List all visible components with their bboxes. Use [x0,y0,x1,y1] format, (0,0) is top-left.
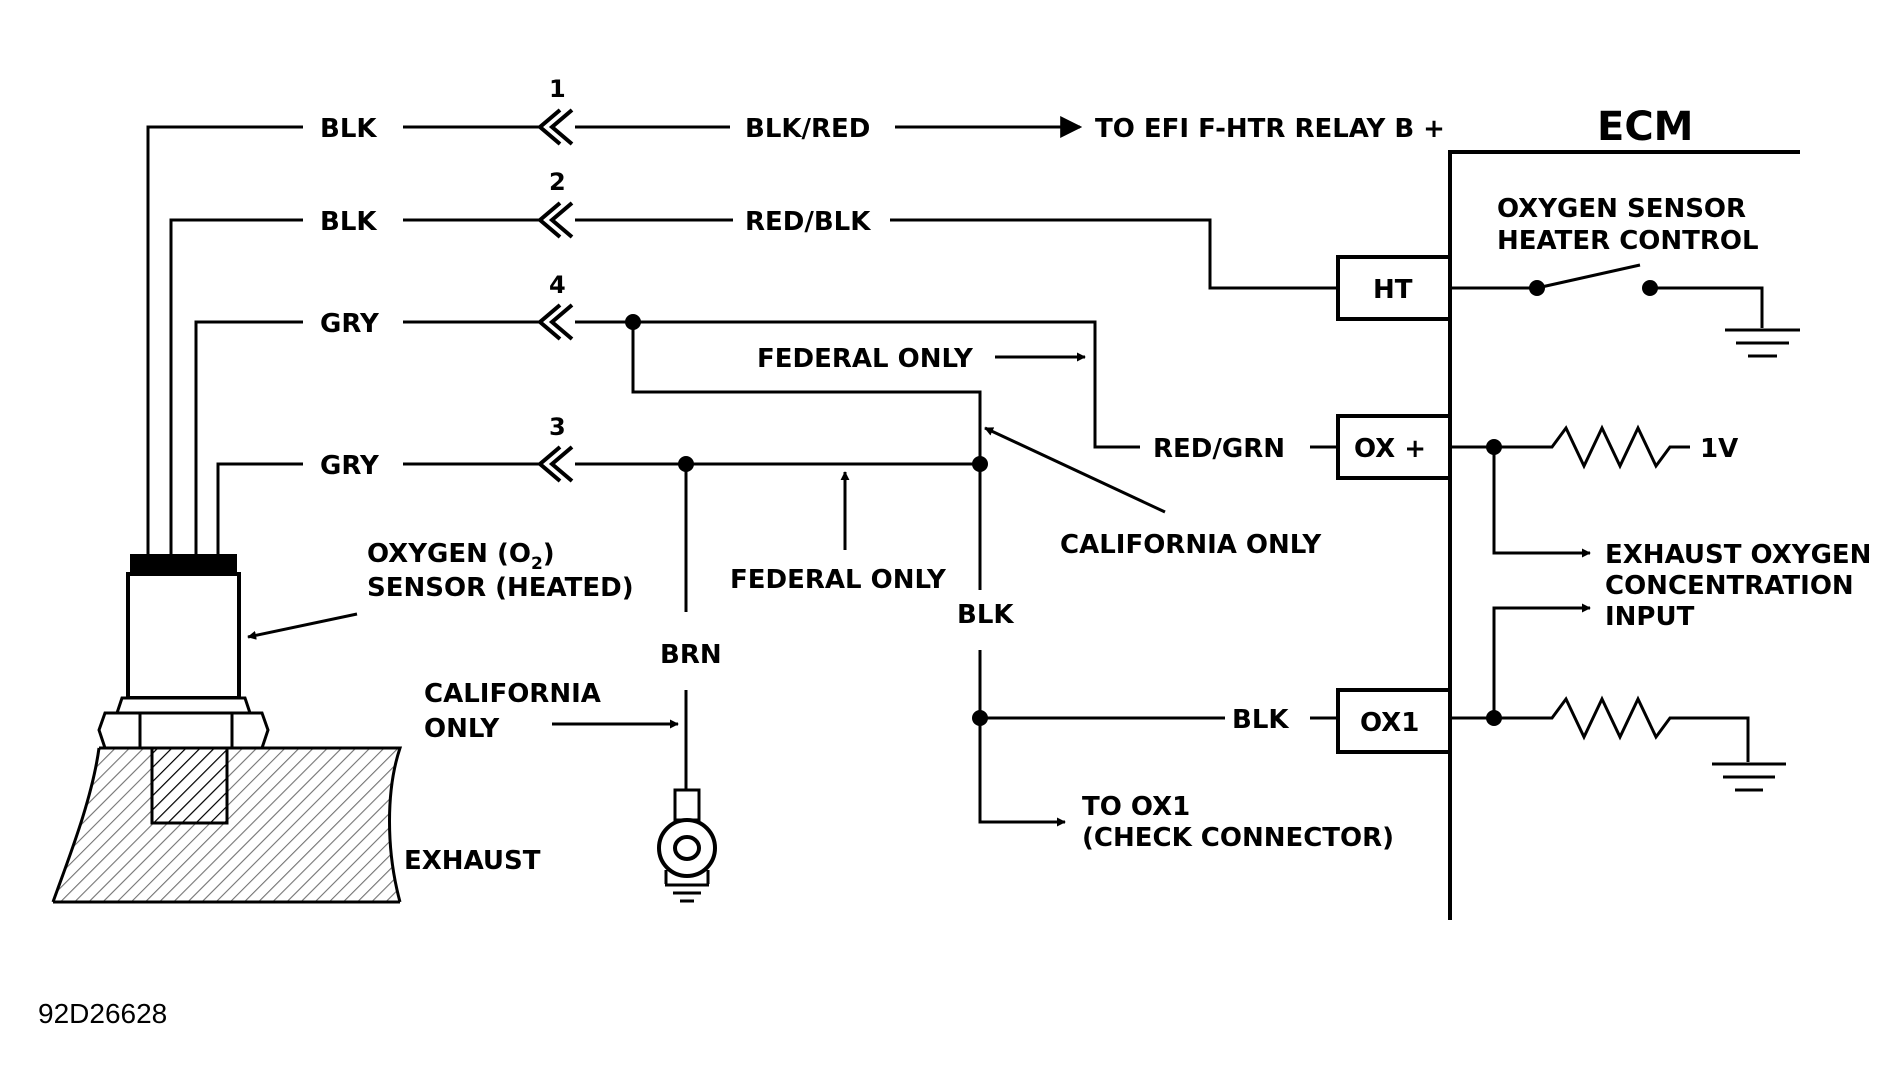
red-grn-label: RED/GRN [1153,434,1285,464]
wire-1: BLK BLK/RED TO EFI F-HTR RELAY B + 1 [320,75,1445,146]
junction-dot [678,456,694,472]
wire-3: GRY 3 [320,413,1338,827]
california-only-right-arrow [984,426,1166,514]
connector-pin-4 [536,303,574,341]
check-connector-label: (CHECK CONNECTOR) [1082,823,1394,853]
ecm-title: ECM [1597,104,1693,150]
oxygen-sensor-label: OXYGEN (O2) [367,539,555,574]
to-ox1-label: TO OX1 [1082,792,1190,822]
exhaust-oxygen-label-3: INPUT [1605,602,1695,632]
california-only-left-label-2: ONLY [424,714,500,744]
ox1-circuit [1450,603,1786,792]
federal-only-bottom-label: FEDERAL ONLY [730,565,947,595]
california-only-left-label-1: CALIFORNIA [424,679,601,709]
figure-id: 92D26628 [38,998,167,1029]
ox-plus-circuit: 1V [1450,424,1738,558]
wire-3-sensor-color: GRY [320,451,380,481]
blk-ox1-label: BLK [1232,705,1289,735]
sensor-leads [146,125,303,554]
wire-1-destination: TO EFI F-HTR RELAY B + [1095,114,1445,144]
junction-dot [625,314,641,330]
wire-2: BLK RED/BLK 2 [320,168,1338,290]
heater-control-switch [1450,263,1800,358]
heater-control-label-2: HEATER CONTROL [1497,226,1759,256]
wire-4: GRY 4 [320,271,1338,464]
terminal-ht-label: HT [1373,275,1413,305]
pin-2-label: 2 [549,168,566,196]
volt-label: 1V [1700,434,1738,464]
brn-label: BRN [660,640,722,670]
terminal-ox1-label: OX1 [1360,708,1419,738]
pin-1-label: 1 [549,75,566,103]
connector-pin-2 [536,201,574,239]
sensor-arrow [247,612,358,640]
wire-1-sensor-color: BLK [320,114,377,144]
wire-2-harness-color: RED/BLK [745,207,871,237]
sensor-heated-label: SENSOR (HEATED) [367,573,634,603]
oxygen-sensor [97,554,270,750]
federal-only-top-label: FEDERAL ONLY [757,344,974,374]
wire-4-sensor-color: GRY [320,309,380,339]
pin-3-label: 3 [549,413,566,441]
california-only-right-label: CALIFORNIA ONLY [1060,530,1322,560]
wire-2-sensor-color: BLK [320,207,377,237]
connector-pin-3 [536,445,574,483]
exhaust-oxygen-label-1: EXHAUST OXYGEN [1605,540,1871,570]
pin-4-label: 4 [549,271,566,299]
terminal-ox1 [1336,688,1452,754]
ecm-module: ECM HT OX + OX1 OXYGEN SENSOR HEATER CON… [1336,104,1871,920]
junction-dot [972,456,988,472]
exhaust-label: EXHAUST [404,846,541,876]
exhaust-pipe: EXHAUST [51,746,541,904]
indicator-bulb [657,788,717,903]
junction-dot [972,710,988,726]
blk-vertical-label: BLK [957,600,1014,630]
connector-pin-1 [536,108,574,146]
terminal-oxplus-label: OX + [1354,434,1426,464]
wire-1-harness-color: BLK/RED [745,114,870,144]
exhaust-oxygen-label-2: CONCENTRATION [1605,571,1854,601]
heater-control-label-1: OXYGEN SENSOR [1497,194,1746,224]
